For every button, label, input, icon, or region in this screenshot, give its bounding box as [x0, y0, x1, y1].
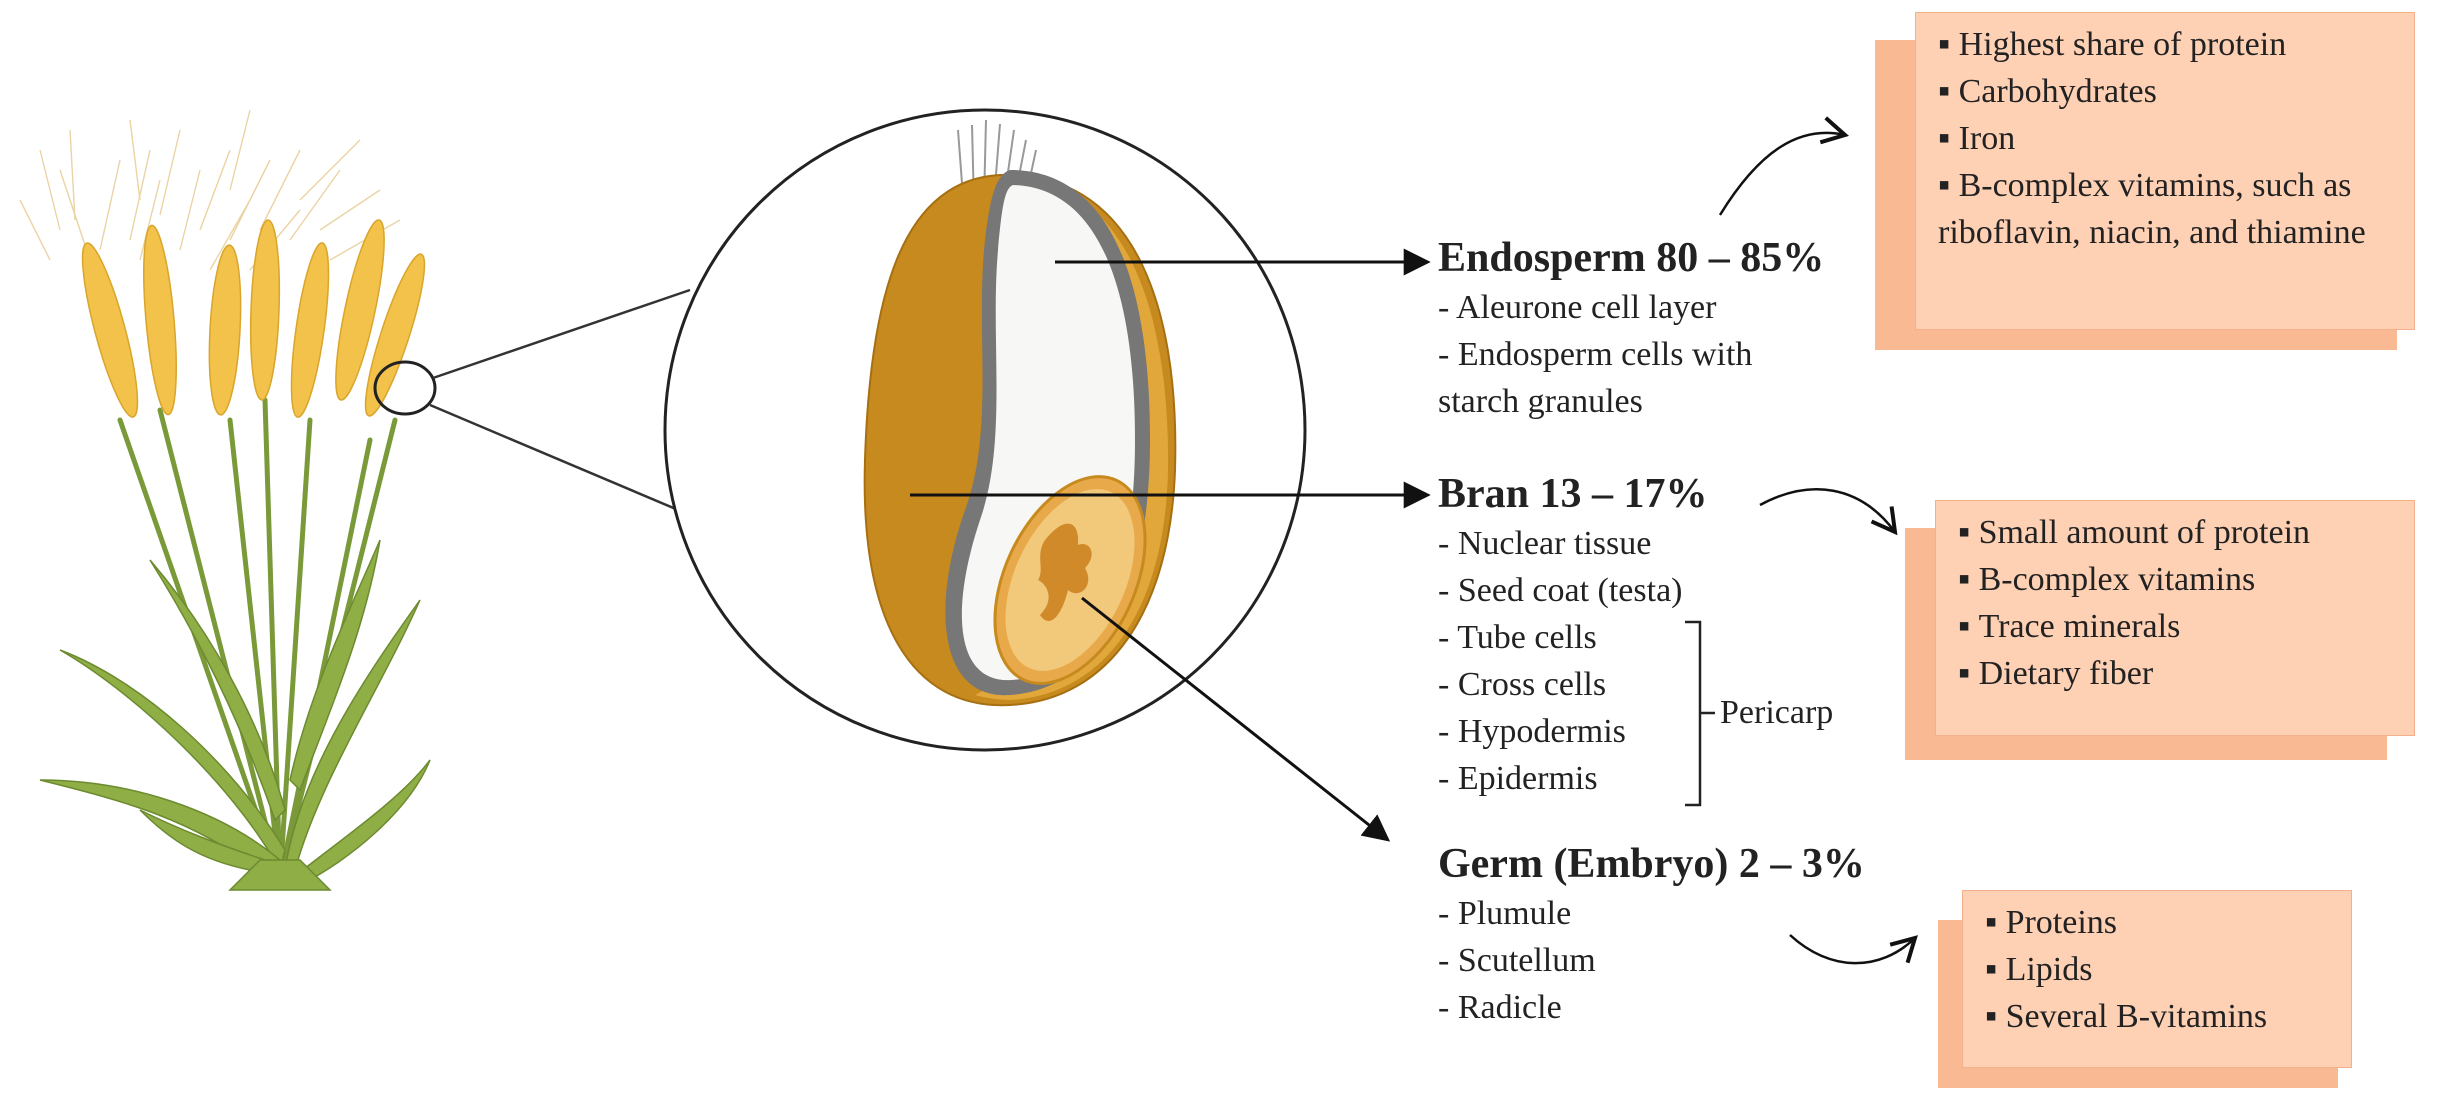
- pericarp-bracket: [1685, 620, 1715, 807]
- germ-info-box: Proteins Lipids Several B-vitamins: [1938, 890, 2358, 1090]
- wheat-plant-icon: [19, 109, 431, 891]
- grain-kernel-icon: [863, 119, 1177, 707]
- curved-arrow-icon: [1759, 488, 1898, 536]
- endosperm-title: Endosperm 80 – 85%: [1438, 235, 1825, 281]
- germ-label: Germ (Embryo) 2 – 3% - Plumule - Scutell…: [1438, 838, 1865, 1031]
- box-item: B-complex vitamins: [1958, 556, 2398, 603]
- germ-item: - Radicle: [1438, 989, 1562, 1026]
- germ-item: - Plumule: [1438, 895, 1572, 932]
- endosperm-item: - Aleurone cell layer: [1438, 289, 1717, 326]
- endosperm-info-box: Highest share of protein Carbohydrates I…: [1875, 12, 2415, 357]
- bran-item: - Epidermis: [1438, 760, 1598, 797]
- box-item: Proteins: [1985, 899, 2335, 946]
- endosperm-label: Endosperm 80 – 85% - Aleurone cell layer…: [1438, 232, 1824, 425]
- bran-item: - Nuclear tissue: [1438, 525, 1652, 562]
- box-item: B-complex vitamins, such as riboflavin, …: [1938, 162, 2398, 256]
- bran-item: - Seed coat (testa): [1438, 572, 1683, 609]
- bran-item: - Tube cells: [1438, 619, 1597, 656]
- arrow-germ: [1081, 596, 1391, 842]
- box-item: Several B-vitamins: [1985, 993, 2335, 1040]
- bran-title: Bran 13 – 17%: [1438, 471, 1708, 517]
- box-panel: Highest share of protein Carbohydrates I…: [1915, 12, 2415, 330]
- zoom-line-bottom: [429, 403, 691, 517]
- bran-item: - Hypodermis: [1438, 713, 1626, 750]
- box-item: Small amount of protein: [1958, 509, 2398, 556]
- box-panel: Small amount of protein B-complex vitami…: [1935, 500, 2415, 736]
- zoom-line-top: [432, 288, 691, 380]
- box-item: Dietary fiber: [1958, 650, 2398, 697]
- bran-item: - Cross cells: [1438, 666, 1607, 703]
- germ-item: - Scutellum: [1438, 942, 1596, 979]
- selection-circle: [373, 360, 437, 416]
- box-item: Carbohydrates: [1938, 68, 2398, 115]
- endosperm-item: - Endosperm cells with: [1438, 336, 1753, 373]
- pericarp-label: Pericarp: [1720, 694, 1834, 731]
- box-item: Highest share of protein: [1938, 21, 2398, 68]
- box-item: Iron: [1938, 115, 2398, 162]
- box-item: Lipids: [1985, 946, 2335, 993]
- endosperm-item: starch granules: [1438, 383, 1643, 420]
- curved-arrow-icon: [1718, 116, 1850, 216]
- box-panel: Proteins Lipids Several B-vitamins: [1962, 890, 2352, 1068]
- bran-info-box: Small amount of protein B-complex vitami…: [1905, 500, 2420, 762]
- bran-label: Bran 13 – 17% - Nuclear tissue - Seed co…: [1438, 468, 1708, 802]
- curved-arrow-icon: [1789, 934, 1918, 965]
- box-item: Trace minerals: [1958, 603, 2398, 650]
- germ-title: Germ (Embryo) 2 – 3%: [1438, 841, 1865, 887]
